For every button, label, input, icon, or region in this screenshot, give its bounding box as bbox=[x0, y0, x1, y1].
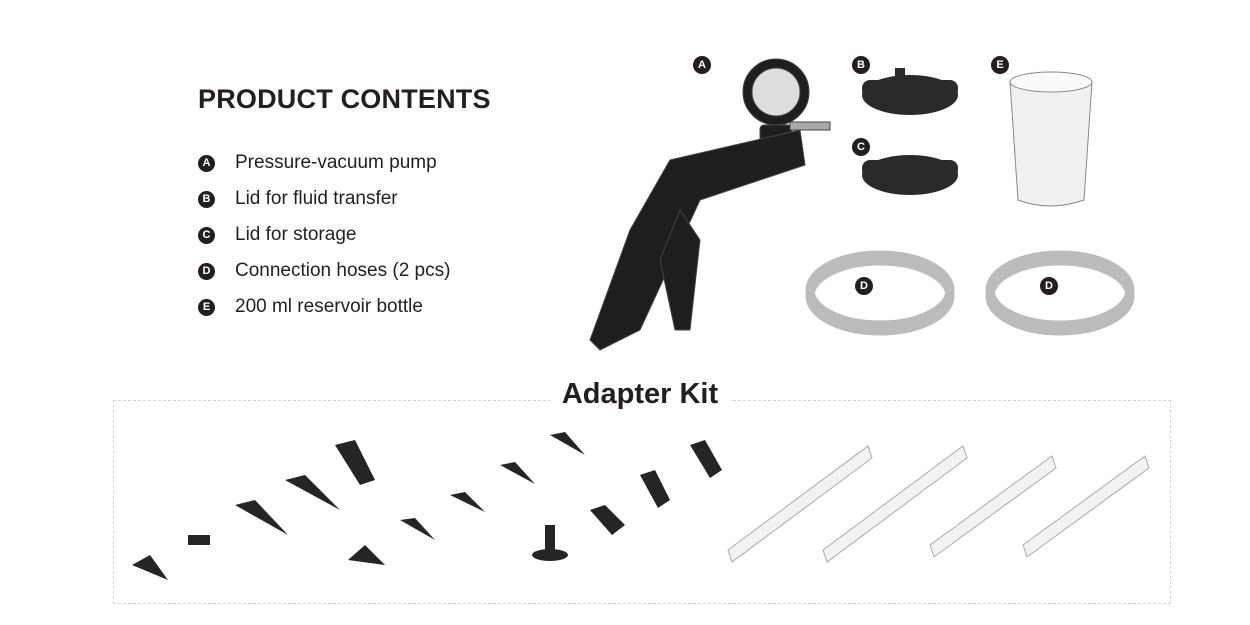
item-label: 200 ml reservoir bottle bbox=[235, 296, 423, 317]
tag-hose-2: D bbox=[1040, 277, 1058, 295]
tag-lid-transfer: B bbox=[852, 56, 870, 74]
item-label: Connection hoses (2 pcs) bbox=[235, 260, 451, 281]
adapters-illustration bbox=[132, 432, 722, 580]
list-item: D Connection hoses (2 pcs) bbox=[198, 253, 450, 289]
list-item: A Pressure-vacuum pump bbox=[198, 145, 450, 181]
letter-badge: B bbox=[198, 190, 215, 208]
hoses-illustration bbox=[805, 250, 1135, 336]
item-label: Lid for fluid transfer bbox=[235, 188, 398, 209]
page-title: PRODUCT CONTENTS bbox=[198, 84, 491, 114]
letter-badge: E bbox=[198, 298, 215, 316]
letter-badge: A bbox=[198, 154, 215, 172]
contents-list: A Pressure-vacuum pump B Lid for fluid tra… bbox=[198, 145, 450, 325]
list-item: B Lid for fluid transfer bbox=[198, 181, 450, 217]
tag-bottle: E bbox=[991, 56, 1009, 74]
list-item: C Lid for storage bbox=[198, 217, 450, 253]
tag-hose-1: D bbox=[855, 277, 873, 295]
lid-storage-illustration bbox=[862, 155, 958, 195]
letter-badge: D bbox=[198, 262, 215, 280]
pump-illustration bbox=[589, 58, 831, 351]
adapter-kit-box bbox=[113, 400, 1171, 604]
strips-illustration bbox=[727, 445, 1150, 563]
list-item: E 200 ml reservoir bottle bbox=[198, 289, 450, 325]
tag-pump: A bbox=[693, 56, 711, 74]
letter-badge: C bbox=[198, 226, 215, 244]
item-label: Pressure-vacuum pump bbox=[235, 152, 437, 173]
lid-transfer-illustration bbox=[862, 68, 958, 115]
bottle-illustration bbox=[1009, 71, 1093, 207]
tag-lid-storage: C bbox=[852, 138, 870, 156]
item-label: Lid for storage bbox=[235, 224, 357, 245]
adapter-kit-title: Adapter Kit bbox=[550, 378, 730, 411]
